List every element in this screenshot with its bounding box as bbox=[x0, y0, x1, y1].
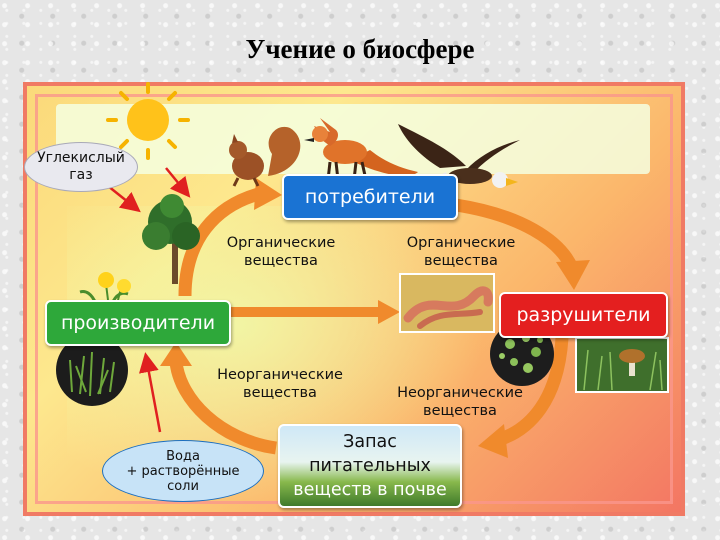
tree-icon bbox=[142, 194, 200, 284]
cycle-arrow-consumers-to-decomposers bbox=[454, 198, 590, 290]
worms-icon bbox=[399, 273, 495, 333]
cycle-arrow-soil-to-producers bbox=[160, 342, 278, 455]
decomposers-box: разрушители bbox=[499, 292, 668, 338]
water-arrow bbox=[138, 352, 162, 433]
cycle-arrow-decomposers-to-soil bbox=[478, 337, 569, 458]
organic-left-label: Органические вещества bbox=[226, 235, 336, 269]
soil-line-2: питательных bbox=[309, 456, 431, 476]
mold-icon bbox=[490, 322, 554, 386]
co2-bubble: Углекислый газ bbox=[24, 142, 138, 192]
co2-line-1: Углекислый bbox=[37, 150, 125, 166]
water-bubble: Вода + растворённые соли bbox=[102, 440, 264, 502]
water-line-2: + растворённые bbox=[126, 463, 240, 479]
organic-right-label: Органические вещества bbox=[406, 235, 516, 269]
producers-box: производители bbox=[45, 300, 231, 346]
co2-line-2: газ bbox=[69, 167, 93, 183]
moss-icon bbox=[56, 334, 128, 406]
soil-line-1: Запас bbox=[343, 432, 397, 452]
soil-nutrients-box: Запас питательных веществ в почве bbox=[278, 424, 462, 508]
consumers-label: потребители bbox=[304, 186, 436, 208]
co2-arrow-1 bbox=[107, 185, 141, 213]
decomposers-label: разрушители bbox=[516, 304, 651, 326]
fox-icon bbox=[304, 118, 418, 181]
cycle-arrow-producers-to-consumers bbox=[178, 178, 282, 297]
cycle-arrow-producers-to-decomposers bbox=[228, 300, 400, 324]
inorganic-right-label: Неорганические вещества bbox=[397, 385, 523, 419]
producers-label: производители bbox=[60, 312, 216, 334]
co2-arrow-2 bbox=[165, 167, 191, 198]
mushroom-icon bbox=[575, 337, 669, 393]
water-line-3: соли bbox=[167, 478, 199, 494]
eagle-icon bbox=[398, 124, 520, 188]
squirrel-icon bbox=[229, 126, 301, 187]
soil-line-3: веществ в почве bbox=[293, 480, 447, 500]
sun-icon bbox=[106, 82, 190, 160]
water-line-1: Вода bbox=[166, 448, 200, 464]
page-title: Учение о биосфере bbox=[245, 34, 475, 64]
inorganic-left-label: Неорганические вещества bbox=[217, 367, 343, 401]
consumers-box: потребители bbox=[282, 174, 458, 220]
